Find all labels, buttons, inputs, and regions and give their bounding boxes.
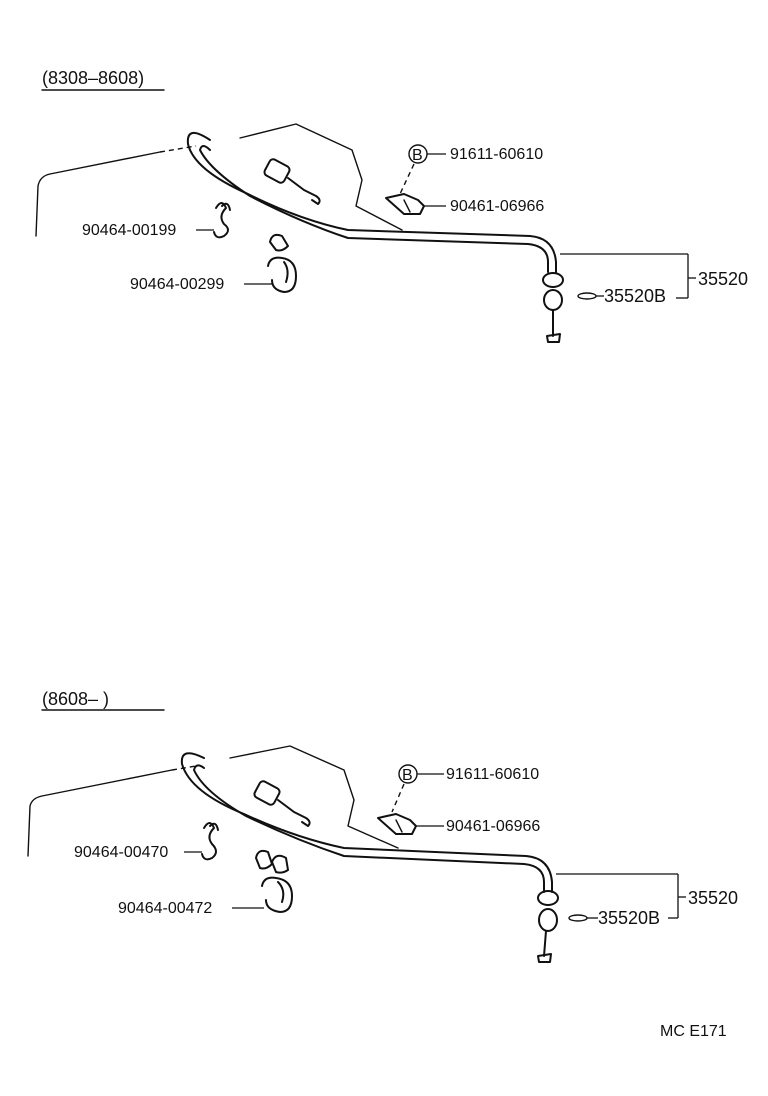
section-1-cable-assy-part-number: 35520: [698, 269, 748, 289]
section-1-clip-upper-part-number: 90464-00199: [82, 222, 176, 239]
section-1: (8308–8608) B 91611-60610: [35, 68, 748, 343]
section-1-hidden-line: [159, 145, 197, 153]
section-1-cable-sub-part-number: 35520B: [604, 286, 666, 306]
section-1-bolt-dash: [399, 163, 415, 195]
section-2-clip-upper-part-number: 90464-00470: [74, 844, 168, 861]
section-1-cable-pedal-end: [542, 272, 564, 343]
section-2-bolt-marker: B: [398, 764, 418, 784]
section-2-washer: [568, 914, 588, 922]
section-2-range-label: (8608– ): [42, 689, 109, 709]
section-1-clip-lower: [267, 233, 297, 293]
section-1-cable-inner: [199, 145, 549, 273]
section-1-body-outline: [35, 123, 403, 237]
section-2-bolt-dash: [391, 783, 405, 813]
section-1-range-label: (8308–8608): [42, 68, 144, 88]
section-2-bolt-marker-letter: B: [402, 767, 413, 784]
figure-code: MC E171: [660, 1023, 727, 1040]
section-2-cable-outer: [180, 752, 553, 893]
section-2-clip-upper: [201, 822, 219, 861]
section-1-cable-throttle-end: [263, 158, 321, 205]
section-1-clip-upper: [213, 202, 231, 239]
section-2-clip-lower: [255, 849, 293, 913]
section-2-cable-throttle-end: [253, 780, 311, 827]
section-2-bolt-part-number: 91611-60610: [446, 766, 539, 783]
section-2-grommet-part-number: 90461-06966: [446, 818, 540, 835]
section-1-clip-lower-part-number: 90464-00299: [130, 276, 224, 293]
section-2-clip-lower-part-number: 90464-00472: [118, 900, 212, 917]
section-2: (8608– ) B 91611-60610: [27, 689, 738, 963]
section-2-body-outline: [27, 745, 399, 857]
section-2-cable-inner: [193, 764, 545, 893]
section-2-cable-pedal-end: [537, 890, 559, 963]
section-2-cable-assy-part-number: 35520: [688, 888, 738, 908]
section-1-bolt-part-number: 91611-60610: [450, 146, 543, 163]
section-1-bolt-marker: B: [408, 144, 428, 164]
section-1-grommet: [385, 193, 425, 215]
section-2-grommet: [377, 813, 417, 835]
section-1-bolt-marker-letter: B: [412, 147, 423, 164]
section-1-grommet-part-number: 90461-06966: [450, 198, 544, 215]
section-2-cable-sub-part-number: 35520B: [598, 908, 660, 928]
section-1-washer: [577, 292, 597, 300]
